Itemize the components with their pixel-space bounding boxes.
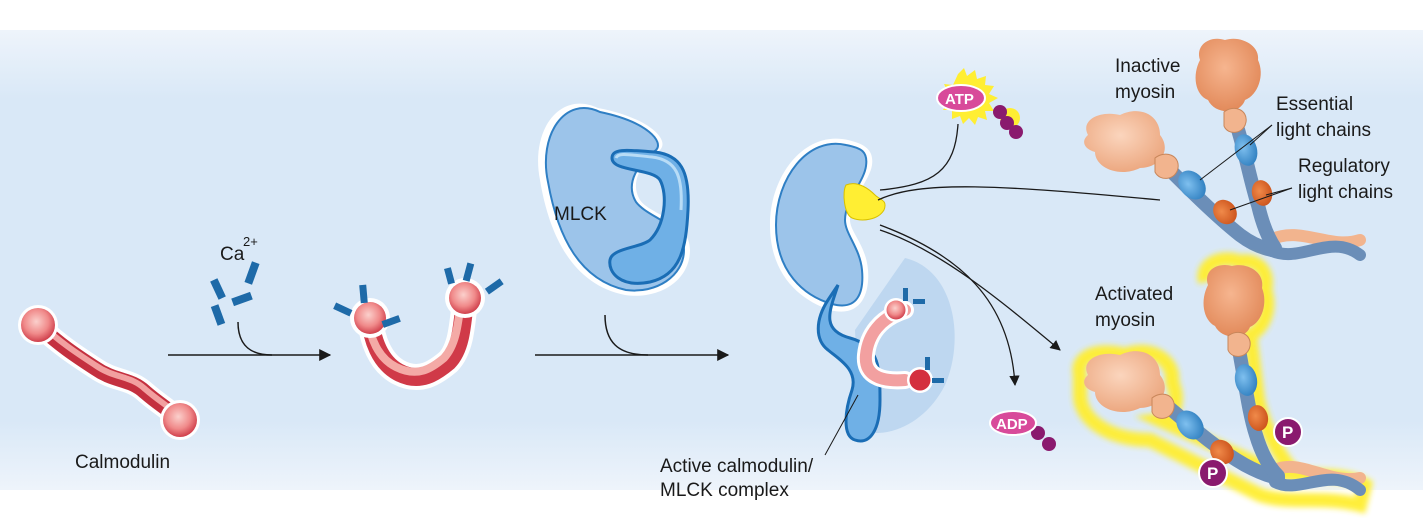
phosphate-label-2: P	[1207, 464, 1218, 483]
arrow-mlck-feed	[604, 314, 649, 356]
regulatory-leader-2	[1265, 187, 1293, 196]
atp-molecule	[936, 68, 1023, 139]
calcium-charge-label: 2+	[243, 234, 258, 249]
inactive-myosin	[1084, 38, 1366, 261]
arrow-to-adp	[879, 224, 1020, 387]
regulatory-leader-1	[1229, 187, 1293, 211]
atp-label: ATP	[945, 91, 974, 108]
adp-molecule	[989, 410, 1056, 451]
inactive-myosin-input-line	[877, 186, 1161, 201]
phosphate-label-1: P	[1282, 423, 1293, 442]
adp-label: ADP	[996, 416, 1028, 433]
activated-myosin	[1072, 252, 1374, 514]
regulatory-light-chains-label-line2: light chains	[1298, 182, 1393, 203]
inactive-myosin-label-line1: Inactive	[1115, 56, 1180, 77]
inactive-myosin-label-line2: myosin	[1115, 82, 1175, 103]
essential-leader-1	[1199, 124, 1273, 181]
calcium-ions	[210, 261, 260, 326]
complex-label-leader	[824, 394, 859, 456]
essential-light-chains-label-line1: Essential	[1276, 94, 1353, 115]
essential-light-chains-label-line2: light chains	[1276, 120, 1371, 141]
complex-label-line1: Active calmodulin/	[660, 456, 814, 477]
complex-label-line2: MLCK complex	[660, 480, 789, 501]
mlck-enzyme	[538, 103, 690, 296]
atp-to-enzyme-curve	[879, 123, 959, 191]
mlck-label: MLCK	[554, 204, 607, 225]
essential-leader-2	[1249, 124, 1273, 146]
calmodulin-calcium-bound	[333, 262, 504, 390]
activated-myosin-label-line1: Activated	[1095, 284, 1173, 305]
phosphate-group-1	[1273, 417, 1303, 447]
arrow-calcium-feed	[237, 321, 273, 356]
activated-myosin-label-line2: myosin	[1095, 310, 1155, 331]
calmodulin-inactive	[18, 305, 200, 440]
calmodulin-label: Calmodulin	[75, 452, 170, 473]
regulatory-light-chains-label-line1: Regulatory	[1298, 156, 1390, 177]
active-complex	[770, 138, 955, 443]
calcium-label: Ca	[220, 244, 245, 265]
phosphate-group-2	[1198, 458, 1228, 488]
